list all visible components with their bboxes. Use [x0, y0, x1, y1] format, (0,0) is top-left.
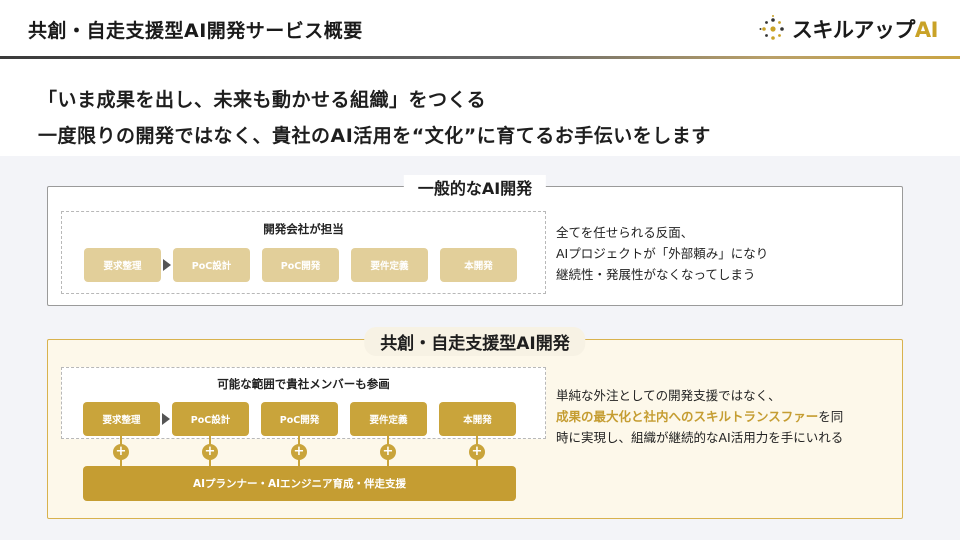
- plus-icon: +: [380, 444, 396, 460]
- general-flow-title: 開発会社が担当: [263, 222, 344, 236]
- general-step-5: 本開発: [440, 248, 517, 282]
- general-step-2: PoC設計: [173, 248, 250, 282]
- lead-message: 「いま成果を出し、未来も動かせる組織」をつくる 一度限りの開発ではなく、貴社のA…: [38, 82, 938, 154]
- general-desc-line-1: 全てを任せられる反面、: [556, 225, 694, 240]
- lead-line-1: 「いま成果を出し、未来も動かせる組織」をつくる: [38, 89, 487, 111]
- plus-icon: +: [469, 444, 485, 460]
- general-desc-line-2: AIプロジェクトが「外部頼み」になり: [556, 246, 769, 261]
- lead-line-2: 一度限りの開発ではなく、貴社のAI活用を“文化”に育てるお手伝いをします: [38, 125, 711, 147]
- support-bar: AIプランナー・AIエンジニア育成・伴走支援: [83, 466, 516, 501]
- general-step-3: PoC開発: [262, 248, 339, 282]
- logo-text: スキルアップAI: [791, 18, 939, 42]
- general-ai-dev-panel: 一般的なAI開発 開発会社が担当 要求整理 PoC設計 PoC開発 要件定義 本…: [47, 175, 903, 306]
- cocreation-step-3: PoC開発: [261, 402, 338, 436]
- cocreation-desc-line-3: 時に実現し、組織が継続的なAI活用力を手にいれる: [556, 430, 844, 445]
- header-rule: [0, 56, 960, 59]
- highlight-skill-transfer: 社内へのスキルトランスファー: [643, 409, 819, 424]
- page-title: 共創・自走支援型AI開発サービス概要: [28, 20, 363, 42]
- general-panel-label: 一般的なAI開発: [403, 175, 547, 199]
- plus-icon: +: [113, 444, 129, 460]
- cocreation-flow-title: 可能な範囲で貴社メンバーも参画: [217, 377, 390, 391]
- cocreation-step-5: 本開発: [439, 402, 516, 436]
- cocreation-desc-line-2: 成果の最大化と社内へのスキルトランスファーを同: [556, 409, 844, 424]
- logo: スキルアップAI: [758, 14, 939, 44]
- sparkle-logo-icon: [759, 15, 784, 40]
- general-description: 全てを任せられる反面、 AIプロジェクトが「外部頼み」になり 継続性・発展性がな…: [556, 222, 768, 285]
- general-desc-line-3: 継続性・発展性がなくなってしまう: [556, 267, 756, 282]
- cocreation-desc-line-1: 単純な外注としての開発支援ではなく、: [556, 388, 781, 403]
- plus-icon: +: [291, 444, 307, 460]
- cocreation-ai-dev-panel: 共創・自走支援型AI開発 可能な範囲で貴社メンバーも参画 要求整理 PoC設計 …: [47, 327, 903, 519]
- general-flow-box: 開発会社が担当 要求整理 PoC設計 PoC開発 要件定義 本開発: [61, 211, 546, 294]
- arrow-right-icon: [162, 413, 170, 425]
- header: 共創・自走支援型AI開発サービス概要 スキルアップAI: [0, 0, 960, 59]
- cocreation-step-1: 要求整理: [83, 402, 160, 436]
- highlight-outcome: 成果の最大化: [556, 409, 632, 424]
- cocreation-step-2: PoC設計: [172, 402, 249, 436]
- cocreation-description: 単純な外注としての開発支援ではなく、 成果の最大化と社内へのスキルトランスファー…: [556, 385, 843, 448]
- cocreation-step-4: 要件定義: [350, 402, 427, 436]
- arrow-right-icon: [163, 259, 171, 271]
- general-step-1: 要求整理: [84, 248, 161, 282]
- cocreation-panel-label: 共創・自走支援型AI開発: [364, 327, 586, 356]
- plus-icon: +: [202, 444, 218, 460]
- general-step-4: 要件定義: [351, 248, 428, 282]
